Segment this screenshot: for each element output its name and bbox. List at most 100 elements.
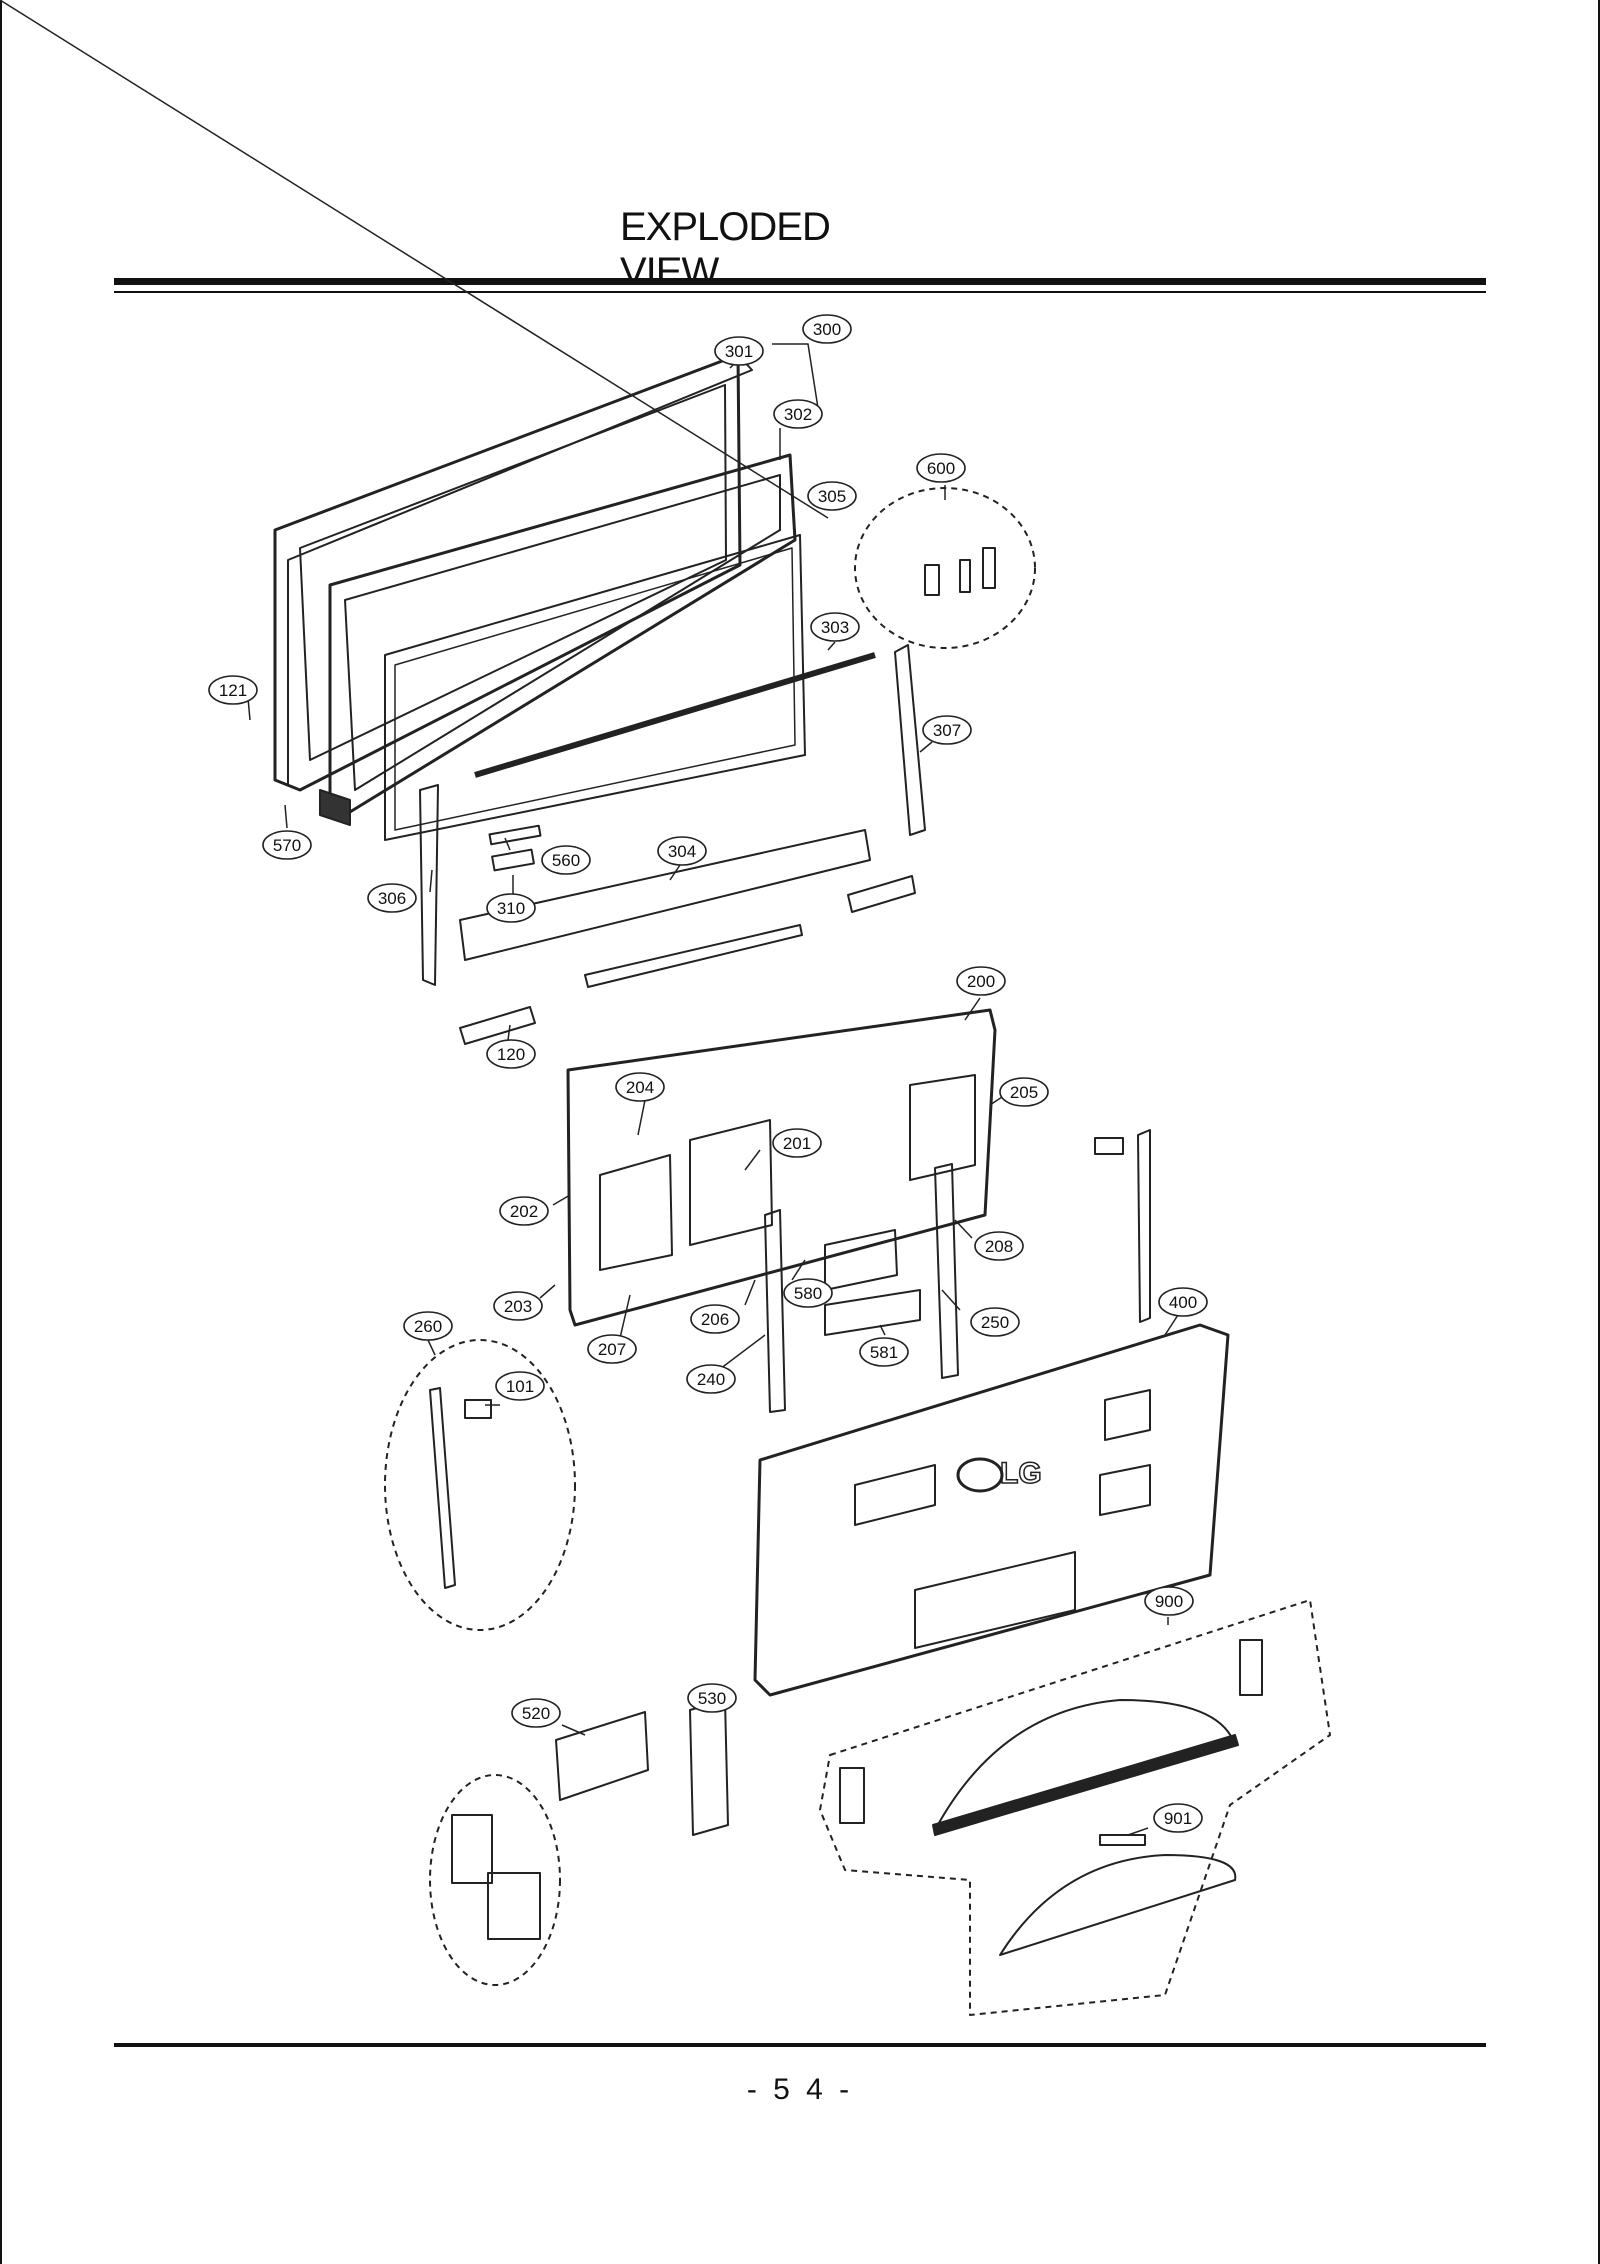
callout-206: 206 (690, 1304, 740, 1334)
cover-part-a (451, 1814, 493, 1884)
chassis-200 (566, 1008, 997, 1327)
frame-302 (319, 453, 797, 826)
callout-label: 208 (985, 1237, 1013, 1256)
callout-label: 301 (725, 342, 753, 361)
side-bracket-306 (419, 784, 439, 986)
callout-bubble (772, 1128, 822, 1158)
callout-bubble (1144, 1586, 1194, 1616)
callout-581: 581 (859, 1337, 909, 1367)
support-250 (934, 1163, 959, 1379)
group-cover-outline (429, 1774, 561, 1986)
bracket-clip-top (1094, 1137, 1124, 1155)
callout-bubble (686, 1364, 736, 1394)
callout-bubble (773, 399, 823, 429)
callout-302: 302 (773, 399, 823, 429)
callout-120: 120 (486, 1039, 536, 1069)
callout-label: 250 (981, 1313, 1009, 1332)
header-rule-thick (114, 278, 1486, 285)
callout-bubble (1158, 1287, 1208, 1317)
callout-304: 304 (657, 836, 707, 866)
stand-clip-left (839, 1767, 865, 1824)
part-101 (464, 1399, 492, 1419)
callout-580: 580 (783, 1278, 833, 1308)
callout-300: 300 (802, 314, 852, 344)
callout-bubble (687, 1683, 737, 1713)
callout-901: 901 (1153, 1803, 1203, 1833)
callout-bubble (657, 836, 707, 866)
callout-label: 304 (668, 842, 696, 861)
page-border-right (1598, 0, 1600, 2264)
callout-310: 310 (486, 893, 536, 923)
callout-bubble (615, 1072, 665, 1102)
callout-label: 101 (506, 1377, 534, 1396)
callout-label: 580 (794, 1284, 822, 1303)
callout-202: 202 (499, 1196, 549, 1226)
callout-label: 200 (967, 972, 995, 991)
part-901 (1099, 1834, 1146, 1846)
callout-bubble (495, 1371, 545, 1401)
callout-bubble (486, 893, 536, 923)
callout-label: 207 (598, 1340, 626, 1359)
callout-bubble (956, 966, 1006, 996)
callout-600: 600 (916, 453, 966, 483)
callout-label: 202 (510, 1202, 538, 1221)
callout-bubble (859, 1337, 909, 1367)
back-cover-400 (753, 1323, 1230, 1697)
lg-logo: LG (1000, 1457, 1042, 1490)
callout-bubble (1153, 1803, 1203, 1833)
callout-121: 121 (208, 675, 258, 705)
callout-520: 520 (511, 1698, 561, 1728)
callout-301: 301 (714, 336, 764, 366)
callout-bubble (511, 1698, 561, 1728)
glass-panel-305 (384, 534, 876, 841)
callout-bubble (587, 1334, 637, 1364)
callout-200: 200 (956, 966, 1006, 996)
callout-205: 205 (999, 1077, 1049, 1107)
callout-560: 560 (541, 845, 591, 875)
leader-lines (0, 0, 1179, 1836)
callout-label: 121 (219, 681, 247, 700)
callout-label: 305 (818, 487, 846, 506)
group-260-outline (384, 1339, 576, 1631)
callout-bubble (486, 1039, 536, 1069)
callout-bubble (403, 1311, 453, 1341)
callout-bubble (783, 1278, 833, 1308)
group-600-outline (854, 487, 1036, 649)
callout-label: 205 (1010, 1083, 1038, 1102)
part-560 (488, 824, 542, 846)
callout-label: 560 (552, 851, 580, 870)
callout-bubble (922, 715, 972, 745)
part-600b (959, 559, 971, 593)
callout-303: 303 (810, 612, 860, 642)
page-number: - 5 4 - (746, 2073, 854, 2106)
callout-250: 250 (970, 1307, 1020, 1337)
support-240 (764, 1209, 786, 1413)
page-title: EXPLODED VIEW (620, 205, 831, 294)
callout-label: 203 (504, 1297, 532, 1316)
callout-label: 206 (701, 1310, 729, 1329)
board-520 (555, 1711, 649, 1801)
callout-label: 570 (273, 836, 301, 855)
callout-bubble (499, 1196, 549, 1226)
callout-307: 307 (922, 715, 972, 745)
callout-label: 900 (1155, 1592, 1183, 1611)
side-bracket-right (1137, 1129, 1151, 1323)
callout-bubble (974, 1231, 1024, 1261)
stand-base-plate (999, 1854, 1237, 1956)
callout-label: 520 (522, 1704, 550, 1723)
callout-bubble (208, 675, 258, 705)
side-bracket-307 (894, 644, 926, 836)
part-581 (824, 1289, 921, 1336)
callout-bubble (493, 1291, 543, 1321)
part-600a (924, 564, 940, 596)
callout-label: 307 (933, 721, 961, 740)
speaker-right (847, 875, 916, 913)
side-bracket-260 (429, 1387, 456, 1589)
callout-bubble (916, 453, 966, 483)
callout-label: 201 (783, 1134, 811, 1153)
part-600c (982, 547, 996, 589)
front-bezel-301 (273, 353, 753, 792)
lower-bar-strip (584, 924, 803, 988)
callout-240: 240 (686, 1364, 736, 1394)
